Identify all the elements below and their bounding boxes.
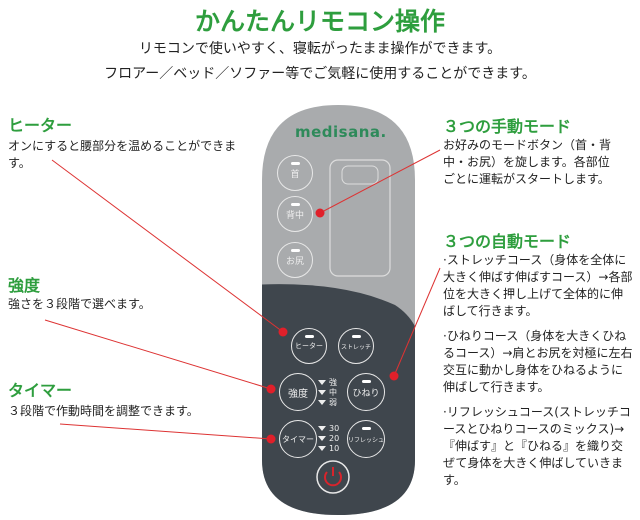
heater-button[interactable]: ヒーター [291,328,327,364]
timer-heading: タイマー [8,381,73,400]
timer-button[interactable]: タイマー [279,420,317,458]
manual-mode-heading: ３つの手動モード [443,117,572,136]
intensity-levels: 強 中 弱 [329,378,337,408]
refresh-label: リフレッシュ [348,436,385,444]
twist-button[interactable]: ひねり [347,373,385,411]
level-mid: 中 [329,388,337,397]
intensity-heading: 強度 [8,276,41,295]
manual-mode-description: お好みのモードボタン（首・背中・お尻）を旋します。各部位ごとに運転がスタートしま… [443,138,612,186]
hip-label: お尻 [285,256,304,267]
level-triangles [318,380,326,451]
heater-heading: ヒーター [8,116,73,135]
auto-mode-list: ·ストレッチコース（身体を全体に大きく伸ばす伸ばすコース）→各部位を大きく押し上… [443,252,633,497]
level-low: 弱 [329,398,337,407]
power-button[interactable] [322,461,344,493]
back-button[interactable]: 背中 [277,196,313,232]
timer-10: 10 [329,444,340,453]
twist-label: ひねり [352,388,380,399]
page-title: かんたんリモコン操作 [194,7,445,36]
power-icon [316,460,350,494]
heater-description: オンにすると腰部分を温めることができます。 [8,139,237,170]
intensity-button[interactable]: 強度 [279,373,317,411]
subtitle-line-2: フロアー／ベッド／ソファー等でご気軽に使用することができます。 [104,66,536,82]
intensity-label: 強度 [288,388,308,400]
twist-course: ·ひねりコース（身体を大きくひねるコース）→肩とお尻を対極に左右交互に動かし身体… [443,329,633,394]
brand-logo: medisana. [295,123,387,141]
timer-label: タイマー [282,434,314,444]
timer-levels: 30 20 10 [329,424,339,454]
stretch-label: ストレッチ [340,343,371,351]
callout-lines [44,149,441,440]
head-outline [341,165,379,185]
hip-button[interactable]: お尻 [277,242,313,278]
auto-mode-heading: ３つの自動モード [443,232,572,251]
intensity-description: 強さを３段階で選べます。 [8,297,151,311]
refresh-course: ·リフレッシュコース(ストレッチコースとひねりコースのミックス)→『伸ばす』と『… [443,405,631,487]
timer-20: 20 [329,434,340,443]
timer-30: 30 [329,424,340,433]
stretch-course: ·ストレッチコース（身体を全体に大きく伸ばす伸ばすコース）→各部位を大きく押し上… [443,253,633,318]
subtitle-line-1: リモコンで使いやすく、寝転がったまま操作ができます。 [138,41,502,57]
back-label: 背中 [285,210,304,221]
refresh-button[interactable]: リフレッシュ [347,420,385,458]
neck-label: 首 [290,169,300,180]
level-high: 強 [329,378,337,387]
body-outline [329,159,391,277]
timer-description: ３段階で作動時間を調整できます。 [8,404,199,418]
neck-button[interactable]: 首 [277,155,313,191]
stretch-button[interactable]: ストレッチ [338,328,374,364]
callout-markers [266,208,399,444]
heater-label: ヒーター [295,342,323,350]
